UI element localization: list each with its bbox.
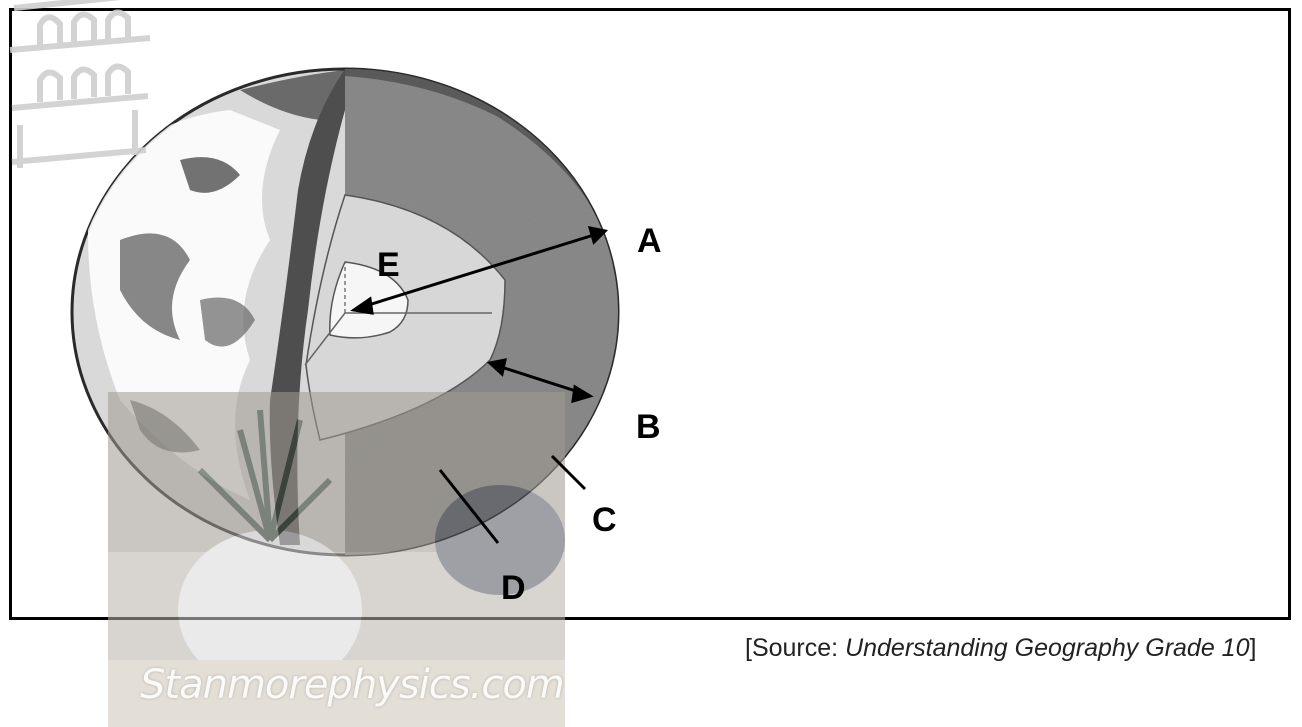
source-caption: [Source: Understanding Geography Grade 1…: [745, 634, 1256, 663]
label-d: D: [501, 571, 526, 605]
caption-suffix: ]: [1250, 634, 1257, 662]
watermark-text: Stanmorephysics.com: [140, 662, 564, 708]
label-a: A: [637, 224, 662, 258]
caption-title: Understanding Geography Grade 10: [845, 634, 1249, 662]
label-e: E: [377, 248, 400, 282]
label-b: B: [636, 410, 661, 444]
tower-logo-icon: [10, 0, 150, 168]
label-c: C: [592, 503, 617, 537]
caption-prefix: [Source:: [745, 634, 845, 662]
